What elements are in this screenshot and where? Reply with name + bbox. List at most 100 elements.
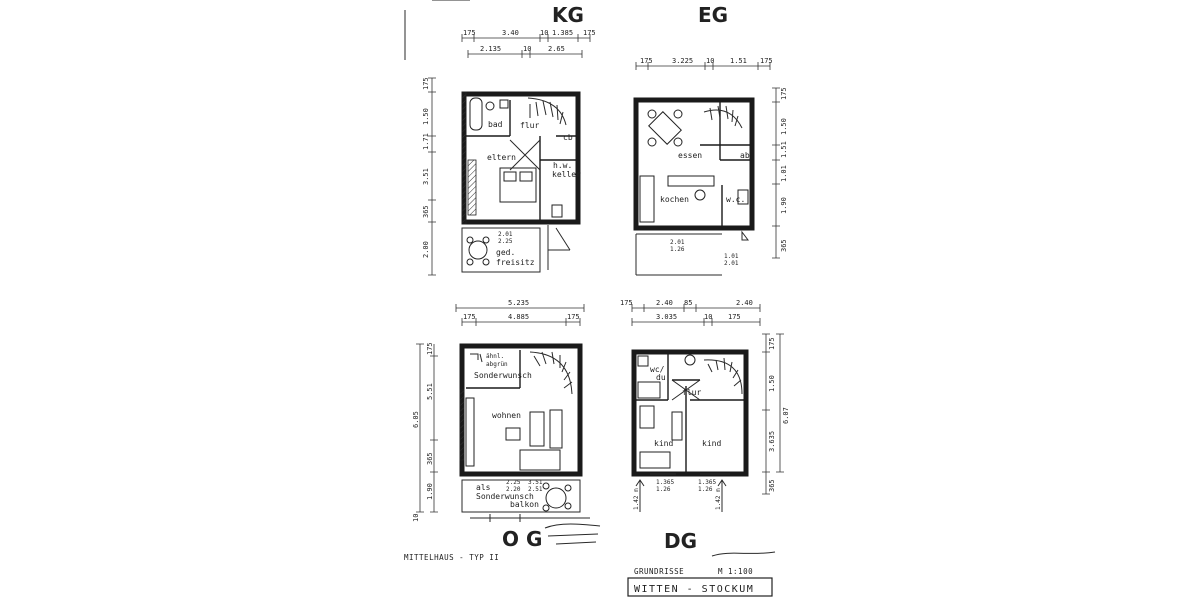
eg-dim-t3: 10 — [706, 57, 714, 65]
kg-dim-t1: 175 — [463, 29, 476, 37]
kg-chair-4 — [482, 258, 490, 266]
eg-door1-dim-2: 1.26 — [670, 246, 685, 253]
floor-title-kg: KG — [552, 3, 584, 27]
kg-room-flur: flur — [520, 121, 539, 130]
eg-door1-dim-1: 2.01 — [670, 239, 685, 246]
dg-dim-t4: 2.40 — [736, 299, 753, 307]
dg-bed-2 — [639, 451, 671, 469]
eg-room-essen: essen — [678, 151, 702, 160]
kg-dim-t2: 3.40 — [502, 29, 519, 37]
eg-dim-r3: 1.51 — [780, 141, 788, 158]
og-dim-t4: 175 — [567, 313, 580, 321]
kg-dim-t3: 10 — [540, 29, 548, 37]
og-sofa-1 — [529, 411, 545, 447]
floor-title-dg: DG — [664, 529, 697, 553]
dg-room-kind-2: kind — [702, 439, 721, 448]
og-dim-bottom — [470, 514, 590, 522]
eg-kitchen-counter — [667, 175, 715, 187]
kg-stairs — [527, 97, 567, 126]
kg-pillow-2 — [519, 171, 533, 182]
kg-dim-t5: 175 — [583, 29, 596, 37]
og-dim-l5: 1.90 — [426, 483, 434, 500]
og-room-wohnen: wohnen — [492, 411, 521, 420]
eg-dim-r5: 1.90 — [780, 197, 788, 214]
kg-freisitz-1: ged. — [496, 248, 515, 257]
og-balkon-dim-1: 2.25 — [506, 479, 521, 486]
kg-dim-top-2 — [467, 50, 583, 58]
floor-title-og: O G — [502, 527, 542, 551]
eg-dim-t4: 1.51 — [730, 57, 747, 65]
dg-dim-r1: 175 — [768, 337, 776, 350]
eg-terrace — [635, 233, 722, 276]
dg-cross-mark — [671, 379, 701, 401]
og-stairs — [529, 351, 573, 395]
og-dim-t1: 5.235 — [508, 299, 529, 307]
dg-bed-1 — [671, 411, 683, 441]
og-room-sonderwunsch: Sonderwunsch — [474, 371, 532, 380]
og-side-unit — [519, 449, 561, 471]
kg-dim-l1: 175 — [422, 77, 430, 90]
kg-room-hw: h.w. — [553, 161, 572, 170]
kg-dim-l5: 365 — [422, 205, 430, 218]
kg-dim-t6: 2.135 — [480, 45, 501, 53]
og-dim-top-1 — [455, 304, 585, 312]
kg-toilet — [485, 101, 495, 111]
signature-mark — [711, 551, 776, 557]
og-balkon-2: Sonderwunsch — [476, 492, 534, 501]
eg-room-ab: ab — [740, 151, 750, 160]
og-wall-hatch — [459, 389, 465, 461]
og-note-2: abgrün — [486, 361, 508, 368]
og-handwritten-note — [544, 523, 601, 545]
dg-door1-dim-1: 1.365 — [656, 479, 674, 486]
og-dim-t3: 4.885 — [508, 313, 529, 321]
dg-shower — [637, 381, 661, 399]
eg-dim-t1: 175 — [640, 57, 653, 65]
og-balcony — [461, 479, 581, 513]
dg-dim-t5: 3.035 — [656, 313, 677, 321]
kg-chair-3 — [466, 258, 474, 266]
dg-room-kind-1: kind — [654, 439, 673, 448]
dg-dim-t7: 175 — [728, 313, 741, 321]
dg-door2-dim-1: 1.365 — [698, 479, 716, 486]
dg-dim-right — [762, 333, 784, 495]
dg-door1-dim-2: 1.26 — [656, 486, 671, 493]
plan-eg: EG 175 3.225 10 1.51 175 175 1.50 1.51 1… — [633, 3, 788, 276]
kg-bathtub — [469, 97, 483, 131]
kg-dim-t7: 10 — [523, 45, 531, 53]
eg-dim-r1: 175 — [780, 87, 788, 100]
eg-chair-4 — [673, 137, 683, 147]
og-interior-walls — [466, 350, 521, 389]
dg-room-wcdu-1: wc/ — [650, 365, 665, 374]
eg-interior-walls — [700, 100, 752, 228]
og-balkon-1: als — [476, 483, 491, 492]
dg-side-2: 1.42 m — [715, 488, 722, 510]
kg-pillow-1 — [503, 171, 517, 182]
plan-dg: 175 2.40 85 2.40 3.035 10 175 175 1.50 3… — [620, 299, 790, 553]
kg-dim-top-1 — [461, 34, 591, 42]
kg-dim-l4: 3.51 — [422, 168, 430, 185]
og-sofa-2 — [549, 409, 563, 449]
og-note-1: ähnl. — [486, 353, 504, 360]
dg-dim-t6: 10 — [704, 313, 712, 321]
eg-dim-r4: 1.01 — [780, 165, 788, 182]
og-dim-l6: 10 — [412, 514, 420, 522]
kg-dim-left — [428, 77, 436, 276]
og-dim-l1: 6.05 — [412, 411, 420, 428]
dg-dim-top-2 — [631, 318, 761, 326]
dg-height-arrows — [635, 479, 727, 512]
dg-room-flur: flur — [682, 388, 701, 397]
dg-dim-t3: 85 — [684, 299, 692, 307]
eg-chair-1 — [647, 109, 657, 119]
eg-stool — [694, 189, 706, 201]
og-balkon-dim-2: 2.20 — [506, 486, 521, 493]
kg-dim-l2: 1.50 — [422, 108, 430, 125]
grundrisse-label: GRUNDRISSE — [634, 567, 684, 576]
og-dim-l3: 175 — [426, 342, 434, 355]
kg-table — [468, 240, 488, 260]
dg-dim-r5: 365 — [768, 479, 776, 492]
eg-dining-table — [648, 111, 682, 145]
og-balkon-dim-4: 2.51 — [528, 486, 543, 493]
footer-left-label: MITTELHAUS - TYP II — [404, 553, 499, 562]
kg-room-eltern: eltern — [487, 153, 516, 162]
